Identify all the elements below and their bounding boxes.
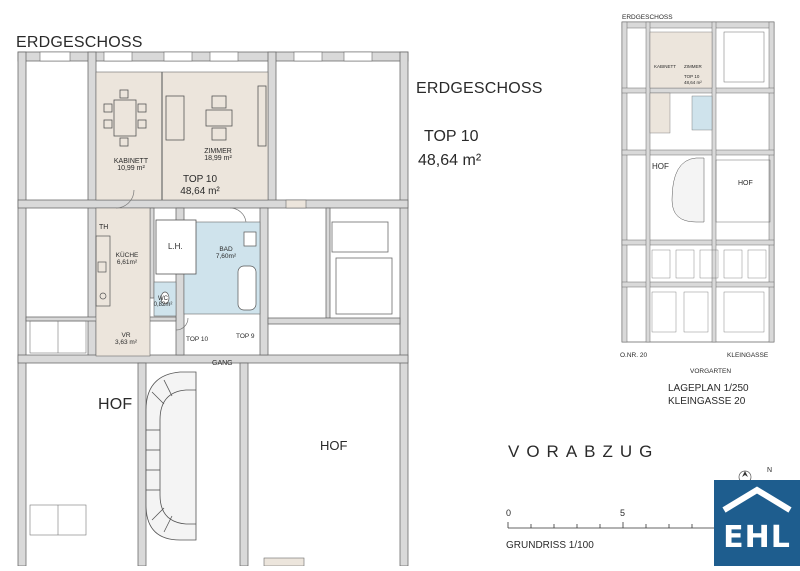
site-mini-kabinett: KABINETT <box>654 64 677 69</box>
lh-label: L.H. <box>168 242 183 251</box>
top-area-name: TOP 10 <box>182 174 218 185</box>
scale-bar <box>507 522 739 529</box>
bad-label: BAD 7,60m² <box>206 246 246 260</box>
info-floor-title: ERDGESCHOSS <box>416 80 543 97</box>
logo-house-icon <box>722 486 792 513</box>
kabinett-label: KABINETT 10,99 m² <box>106 158 156 172</box>
site-mini-zimmer: ZIMMER <box>684 64 702 69</box>
site-vorgarten: VORGARTEN <box>690 368 732 375</box>
neighbour-rooms <box>331 221 393 315</box>
site-caption: LAGEPLAN 1/250 KLEINGASSE 20 <box>668 382 749 408</box>
plan-floor-title: ERDGESCHOSS <box>16 34 143 51</box>
scale-mid-label: 5 <box>620 508 626 518</box>
th-label: TH <box>99 224 109 231</box>
site-address: KLEINGASSE 20 <box>668 396 746 407</box>
zimmer-area: 18,99 m² <box>204 155 232 162</box>
zimmer-furniture <box>165 85 267 147</box>
lh-box <box>155 219 197 275</box>
hof-left-label: HOF <box>98 396 133 413</box>
site-onr: O.NR. 20 <box>620 352 648 359</box>
bad-name: BAD <box>219 246 233 253</box>
zimmer-label: ZIMMER 18,99 m² <box>188 148 248 162</box>
bath-fixtures <box>160 231 257 311</box>
ehl-logo: EHL <box>714 480 800 566</box>
zimmer-name: ZIMMER <box>204 148 232 155</box>
site-mini-top-area: 48,64 m² <box>684 80 702 85</box>
bad-area: 7,60m² <box>215 253 237 260</box>
top9-door-label: TOP 9 <box>236 333 255 340</box>
grundriss-label: GRUNDRISS 1/100 <box>506 540 594 551</box>
site-lageplan: LAGEPLAN 1/250 <box>668 383 749 394</box>
vorabzug-label: VORABZUG <box>508 442 660 461</box>
living-area <box>95 71 269 201</box>
site-plan <box>621 21 775 343</box>
info-top-area: 48,64 m² <box>418 152 482 169</box>
site-hof2-label: HOF <box>738 180 753 187</box>
kitchen-fixtures <box>95 235 111 307</box>
top-area-value: 48,64 m² <box>180 186 220 197</box>
gang-label: GANG <box>212 360 233 367</box>
door-swings <box>115 189 247 331</box>
wc-name: WC <box>158 296 168 302</box>
door-marks <box>263 199 307 566</box>
site-hof1-label: HOF <box>652 162 669 171</box>
hof-right-label: HOF <box>320 438 348 453</box>
top-area-label: TOP 10 48,64 m² <box>172 174 228 198</box>
vr-area: 3,63 m² <box>114 339 138 346</box>
info-top-name: TOP 10 <box>424 128 479 145</box>
site-mini-top-name: TOP 10 <box>684 74 700 79</box>
scale-start-label: 0 <box>506 508 512 518</box>
railings <box>29 320 87 536</box>
vr-name: VR <box>121 332 131 339</box>
staircase <box>145 371 197 541</box>
kueche-name: KÜCHE <box>115 252 139 259</box>
wc-area: 0,82m² <box>153 302 173 308</box>
site-kleingasse: KLEINGASSE <box>727 352 769 359</box>
vr-label: VR 3,63 m² <box>108 332 144 346</box>
windows-top <box>39 51 373 62</box>
north-label: N <box>767 467 773 474</box>
building-walls <box>17 51 409 566</box>
logo-text: EHL <box>723 520 791 555</box>
kueche-area: 6,61m² <box>116 259 138 266</box>
site-title: ERDGESCHOSS <box>622 14 673 21</box>
kabinett-area: 10,99 m² <box>117 165 145 172</box>
kabinett-furniture <box>103 89 147 147</box>
kueche-label: KÜCHE 6,61m² <box>112 252 142 266</box>
top10-door-label: TOP 10 <box>186 336 209 343</box>
kabinett-name: KABINETT <box>113 158 149 165</box>
kitchen-area <box>95 207 151 357</box>
site-mini-top: TOP 10 48,64 m² <box>684 74 702 86</box>
wc-label: WC 0,82m² <box>148 296 178 308</box>
